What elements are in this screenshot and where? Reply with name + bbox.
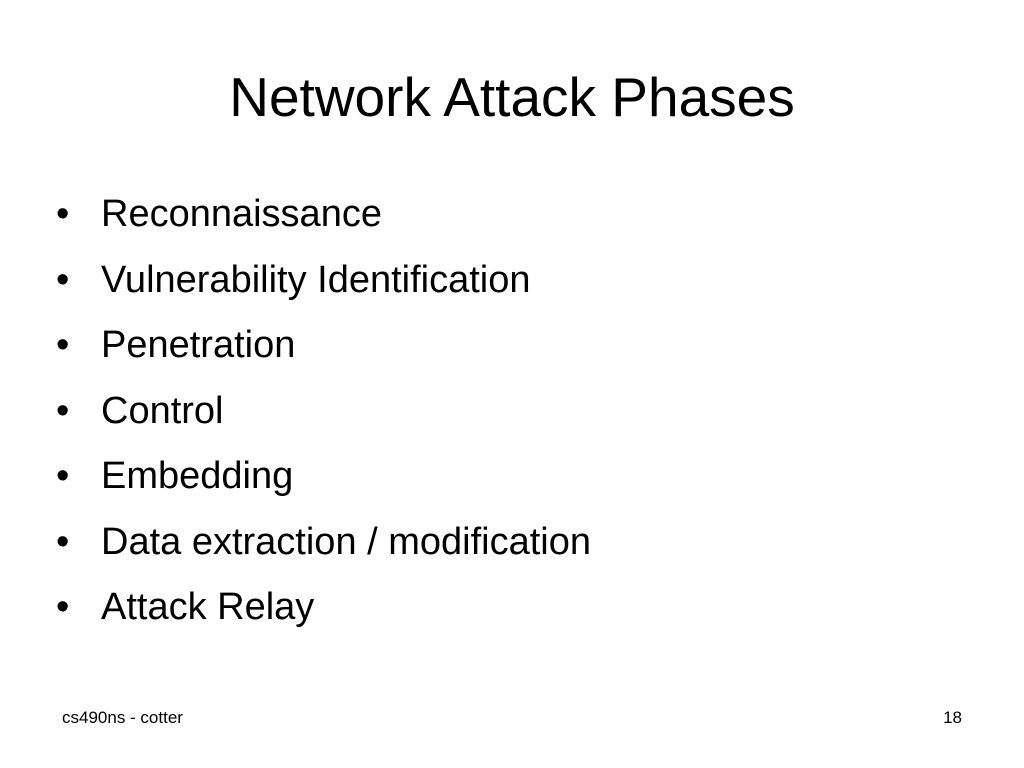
bullet-item-attack-relay: • Attack Relay bbox=[56, 579, 956, 645]
bullet-text: Attack Relay bbox=[101, 586, 315, 628]
bullet-icon: • bbox=[56, 520, 70, 563]
bullet-icon: • bbox=[56, 586, 70, 628]
slide-title: Network Attack Phases bbox=[229, 66, 795, 128]
bullet-icon: • bbox=[56, 258, 70, 301]
bullet-icon: • bbox=[56, 455, 70, 497]
bullet-text: Vulnerability Identification bbox=[101, 258, 531, 301]
bullet-icon: • bbox=[56, 193, 70, 235]
bullet-icon: • bbox=[56, 389, 70, 432]
bullet-item-penetration: • Penetration bbox=[56, 317, 956, 383]
bullet-text: Reconnaissance bbox=[101, 193, 382, 235]
bullet-list: • Reconnaissance • Vulnerability Identif… bbox=[56, 186, 956, 645]
bullet-item-control: • Control bbox=[56, 383, 956, 449]
slide-page-number: 18 bbox=[943, 708, 962, 727]
footer-course-author: cs490ns - cotter bbox=[62, 708, 183, 727]
bullet-item-embedding: • Embedding bbox=[56, 448, 956, 514]
bullet-text: Penetration bbox=[101, 324, 296, 366]
bullet-item-reconnaissance: • Reconnaissance bbox=[56, 186, 956, 252]
bullet-text: Control bbox=[101, 389, 224, 432]
bullet-item-data-extraction: • Data extraction / modification bbox=[56, 514, 956, 580]
bullet-text: Embedding bbox=[101, 455, 294, 497]
bullet-icon: • bbox=[56, 324, 70, 366]
bullet-item-vulnerability-identification: • Vulnerability Identification bbox=[56, 252, 956, 318]
bullet-text: Data extraction / modification bbox=[101, 520, 592, 563]
